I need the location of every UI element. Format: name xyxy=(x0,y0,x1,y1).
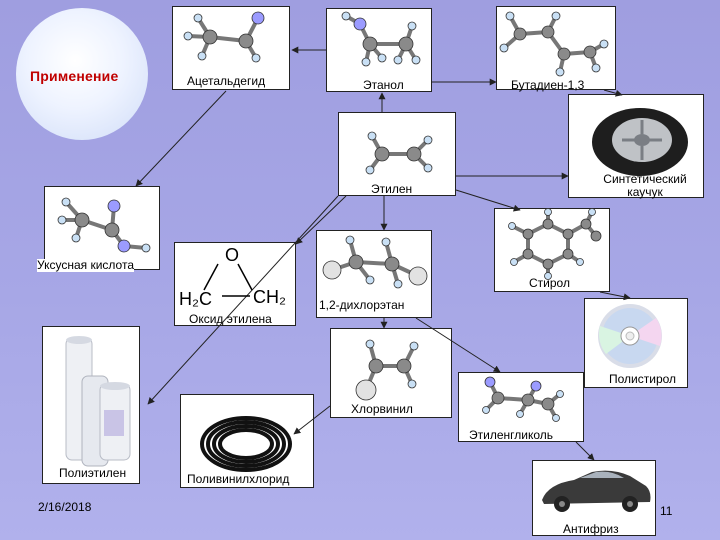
title-circle xyxy=(16,8,148,140)
page-number: 11 xyxy=(660,504,673,518)
label-ethanol: Этанол xyxy=(363,78,404,92)
molecule-butadiene-atoms xyxy=(499,11,609,77)
car-image xyxy=(542,470,651,512)
label-synthetic-rubber: Синтетический каучук xyxy=(603,172,687,200)
cable-coil-image xyxy=(200,416,292,472)
molecule-acetic-acid-atoms xyxy=(57,197,151,253)
molecule-acetaldehyde-atoms xyxy=(183,11,265,63)
cd-disc-image xyxy=(598,304,662,368)
molecule-ethylene-atoms xyxy=(365,131,433,175)
arrow-glycol-to-antifreeze xyxy=(575,441,595,461)
label-ethylene-glycol: Этиленгликоль xyxy=(469,428,553,442)
ethylene-oxide-o: O xyxy=(225,245,240,265)
label-polystyrene: Полистирол xyxy=(609,372,677,386)
molecule-butadiene xyxy=(502,15,605,73)
tire-image xyxy=(592,108,688,176)
label-acetic-acid: Уксусная кислота xyxy=(37,258,135,273)
arrow-ethylene-to-oxide xyxy=(295,195,347,245)
ethylene-oxide-h2c: H₂C xyxy=(179,289,212,309)
molecule-dichloroethane-atoms xyxy=(322,235,428,289)
label-ethylene-oxide: Оксид этилена xyxy=(189,312,272,326)
label-vinyl-chloride: Хлорвинил xyxy=(351,402,413,416)
footer-date: 2/16/2018 xyxy=(38,500,92,514)
arrow-ethylene-to-styrene xyxy=(455,189,521,212)
ethylene-oxide-ch2: CH₂ xyxy=(253,287,286,307)
label-butadiene: Бутадиен-1,3 xyxy=(511,78,585,92)
molecule-ethylene-glycol-atoms xyxy=(482,376,564,422)
arrow-vinyl-to-pvc xyxy=(293,405,331,435)
molecule-dichloroethane xyxy=(331,239,419,285)
node-ethanol: Этанол xyxy=(326,8,432,92)
arrow-styrene-to-polystyrene xyxy=(599,291,631,301)
node-vinyl-chloride: Хлорвинил xyxy=(330,328,452,418)
label-styrene: Стирол xyxy=(529,276,570,290)
molecule-ethylene-oxide-ring xyxy=(203,263,253,297)
node-ethylene-glycol: Этиленгликоль xyxy=(458,372,584,442)
label-ethylene: Этилен xyxy=(371,182,413,196)
arrow-butadiene-to-rubber xyxy=(603,89,623,97)
page-title: Применение xyxy=(30,68,119,84)
label-polyethylene: Полиэтилен xyxy=(59,466,127,480)
node-acetaldehyde: Ацетальдегид xyxy=(172,6,290,90)
molecule-styrene-atoms xyxy=(508,208,602,280)
arrow-acetaldehyde-to-acetic xyxy=(135,90,227,187)
label-antifreeze: Антифриз xyxy=(563,522,619,536)
film-rolls-image xyxy=(65,336,131,467)
molecule-ethanol-atoms xyxy=(341,11,421,67)
label-acetaldehyde: Ацетальдегид xyxy=(187,74,266,88)
label-pvc: Поливинилхлорид xyxy=(187,472,290,486)
molecule-vinyl-chloride-atoms xyxy=(355,339,419,401)
node-ethylene-oxide: O H₂C CH₂ Оксид этилена xyxy=(174,242,296,326)
arrow-ethylene-to-polyethylene xyxy=(147,195,339,405)
arrow-dichloro-to-glycol xyxy=(415,317,501,373)
label-dichloroethane: 1,2-дихлорэтан xyxy=(319,298,405,312)
